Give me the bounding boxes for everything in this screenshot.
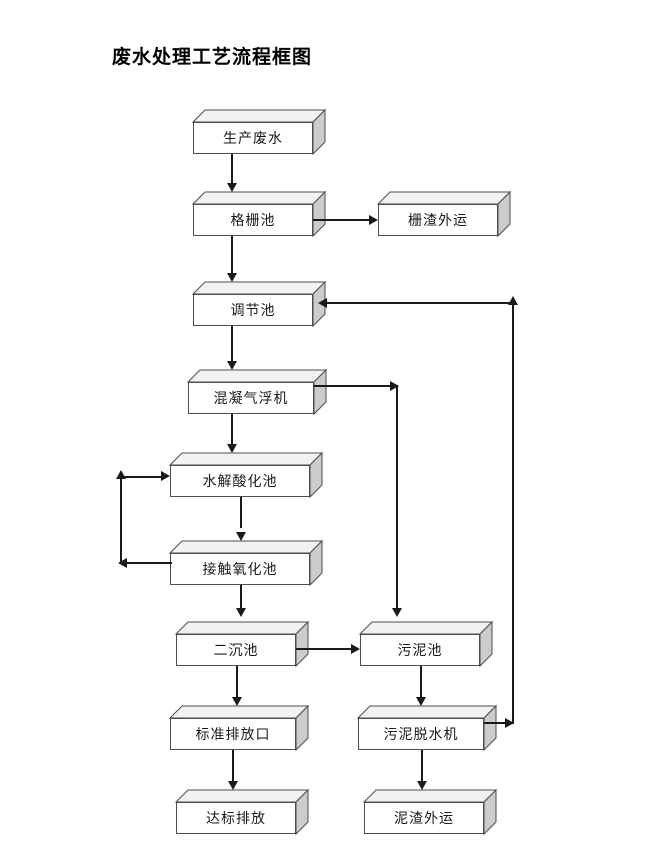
edge-jiechuyanghuachi-return-vertical (120, 476, 122, 563)
node-jiechu-yanghua-chi[interactable]: 接触氧化池 (168, 539, 324, 587)
edge-return-vertical-main (512, 302, 514, 723)
arrowhead-down (236, 532, 246, 541)
node-shengchan-feishui[interactable]: 生产废水 (191, 108, 327, 156)
arrowhead-right (351, 644, 360, 654)
edge-erchenchi-to-wunichi (296, 648, 353, 650)
node-dabiao-paifang[interactable]: 达标排放 (174, 788, 310, 836)
node-face: 达标排放 (176, 802, 296, 834)
arrowhead-down (227, 444, 237, 453)
arrowhead-down (416, 697, 426, 706)
node-erchen-chi[interactable]: 二沉池 (174, 620, 310, 668)
node-face: 调节池 (193, 294, 313, 326)
node-nizha-waiyun[interactable]: 泥渣外运 (362, 788, 498, 836)
node-face: 混凝气浮机 (188, 382, 314, 414)
arrowhead-down (232, 697, 242, 706)
arrowhead-right (161, 471, 170, 481)
arrowhead-down (227, 361, 237, 370)
edge-shuijiesuanhuachi-to-jiechuyanghuachi (240, 497, 242, 528)
node-tiaojie-chi[interactable]: 调节池 (191, 280, 327, 328)
node-label: 达标排放 (206, 811, 266, 827)
node-label: 泥渣外运 (394, 811, 454, 827)
arrowhead-right (390, 381, 399, 391)
arrowhead-down (228, 781, 238, 790)
arrowhead-right (505, 718, 514, 728)
node-label: 调节池 (230, 303, 276, 319)
arrowhead-down (236, 608, 246, 617)
edge-hunningqifuji-to-wunichi-vertical (396, 385, 398, 609)
edge-wunichi-to-wunituoshuiji (420, 666, 422, 700)
node-face: 生产废水 (193, 122, 313, 154)
node-face: 污泥池 (360, 634, 480, 666)
node-wuni-chi[interactable]: 污泥池 (358, 620, 494, 668)
edge-shengchanfeishui-to-gezhachi (231, 154, 233, 184)
edge-jiechuyanghuachi-to-erchenchi (240, 585, 242, 609)
arrowhead-down (392, 608, 402, 617)
node-face: 污泥脱水机 (358, 718, 484, 750)
edge-jiechuyanghuachi-return-bottom (120, 562, 172, 564)
node-gezha-chi[interactable]: 格栅池 (191, 190, 327, 238)
node-label: 水解酸化池 (202, 474, 278, 490)
node-face: 格栅池 (193, 204, 313, 236)
node-biaozhun-paifangkou[interactable]: 标准排放口 (168, 704, 310, 752)
edge-return-top-to-tiaojiechi (322, 302, 514, 304)
edge-hunningqifuji-to-wunichi-horizontal (314, 385, 398, 387)
arrowhead-down (417, 781, 427, 790)
edge-gezhachi-to-tiaojiechi (231, 236, 233, 274)
node-label: 生产废水 (223, 131, 283, 147)
node-label: 接触氧化池 (202, 562, 278, 578)
edge-wunituoshuiji-return-bottom (484, 722, 514, 724)
node-label: 二沉池 (213, 643, 259, 659)
node-label: 标准排放口 (195, 727, 271, 743)
node-label: 污泥脱水机 (383, 727, 459, 743)
node-label: 混凝气浮机 (213, 391, 289, 407)
node-wuni-tuoshuiji[interactable]: 污泥脱水机 (356, 704, 498, 752)
node-label: 格栅池 (230, 213, 276, 229)
node-label: 栅渣外运 (408, 213, 468, 229)
edge-wunituoshuiji-to-nizhawaiyun (421, 750, 423, 784)
edge-tiaojiechi-to-hunningqifuji (231, 326, 233, 362)
edge-erchenchi-to-biaozhunpaifangkou (236, 666, 238, 700)
edge-jiechuyanghuachi-return-top (120, 476, 164, 478)
arrowhead-up (116, 470, 126, 479)
node-zhazha-waiyun[interactable]: 栅渣外运 (376, 190, 512, 238)
node-face: 标准排放口 (170, 718, 296, 750)
page-title: 废水处理工艺流程框图 (112, 46, 313, 68)
arrowhead-left (118, 558, 127, 568)
edge-gezhachi-to-zhazhawaiyun (313, 219, 371, 221)
arrowhead-right (369, 215, 378, 225)
arrowhead-up (508, 296, 518, 305)
node-face: 接触氧化池 (170, 553, 310, 585)
node-face: 栅渣外运 (378, 204, 498, 236)
arrowhead-down (227, 183, 237, 192)
arrowhead-left (318, 298, 327, 308)
edge-hunningqifuji-to-shuijiesuanhuachi (231, 414, 233, 445)
node-label: 污泥池 (397, 643, 443, 659)
node-face: 泥渣外运 (364, 802, 484, 834)
node-face: 二沉池 (176, 634, 296, 666)
edge-biaozhunpaifangkou-to-dabiaopaifang (232, 750, 234, 784)
node-hunning-qifuji[interactable]: 混凝气浮机 (186, 368, 328, 416)
arrowhead-down (227, 273, 237, 282)
node-face: 水解酸化池 (170, 465, 310, 497)
node-shuijie-suanhua-chi[interactable]: 水解酸化池 (168, 451, 324, 499)
